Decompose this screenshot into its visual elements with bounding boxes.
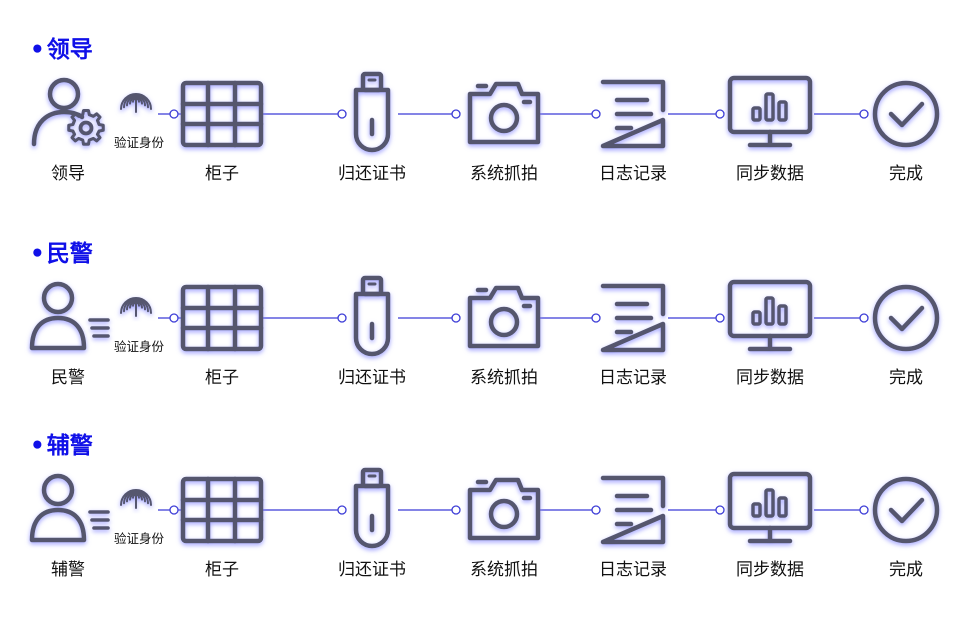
connectors [158,505,869,515]
usb-key-icon [353,467,391,549]
user-list-icon [29,281,110,351]
step-label: 同步数据 [736,164,804,184]
connectors [158,109,869,119]
flow-diagram [29,275,940,357]
monitor-chart-icon [727,75,813,148]
user-list-icon [29,473,110,543]
step-label: 完成 [889,164,923,184]
connector-node [337,505,347,515]
step-label: 柜子 [205,368,239,388]
connector-node [715,109,725,119]
step-label: 柜子 [205,164,239,184]
connectors [158,313,869,323]
connector-node [337,109,347,119]
step-label: 日志记录 [599,164,667,184]
verify-identity-label: 验证身份 [113,531,165,546]
actor-label: 领导 [51,164,85,184]
step-label: 归还证书 [338,164,406,184]
connector-node [337,313,347,323]
connector-node [859,313,869,323]
usb-key-icon [353,275,391,357]
check-circle-icon [872,80,940,148]
flow-leader: •领导 验证身份领导柜子归还证书系统抓拍日志记录同步数据完成 [0,36,962,206]
connector-node [451,109,461,119]
log-document-icon [600,475,666,545]
flow-title: •民警 [30,240,93,268]
log-document-icon [600,79,666,149]
check-circle-icon [872,476,940,544]
connector-node [591,313,601,323]
step-label: 完成 [889,368,923,388]
fingerprint-icon [120,489,152,509]
flow-auxiliary-police: •辅警 验证身份辅警柜子归还证书系统抓拍日志记录同步数据完成 [0,432,962,602]
verify-identity-label: 验证身份 [113,135,165,150]
connector-node [169,313,179,323]
fingerprint-icon [120,297,152,317]
connector-node [591,109,601,119]
step-label: 同步数据 [736,368,804,388]
step-label: 同步数据 [736,560,804,580]
flow-police: •民警 验证身份民警柜子归还证书系统抓拍日志记录同步数据完成 [0,240,962,410]
step-label: 完成 [889,560,923,580]
bullet: • [30,37,45,63]
step-label: 归还证书 [338,368,406,388]
connector-node [591,505,601,515]
user-gear-icon [31,77,105,147]
connector-node [715,505,725,515]
step-label: 日志记录 [599,560,667,580]
fingerprint-icon [120,93,152,113]
connector-node [169,109,179,119]
connector-node [859,505,869,515]
usb-key-icon [353,71,391,153]
cabinet-icon [180,476,264,544]
connector-node [169,505,179,515]
flow-title: •辅警 [30,432,93,460]
flow-title-text: 民警 [46,241,93,267]
connector-node [715,313,725,323]
connector-node [451,313,461,323]
camera-icon [467,285,541,349]
step-label: 系统抓拍 [470,560,538,580]
monitor-chart-icon [727,279,813,352]
monitor-chart-icon [727,471,813,544]
step-label: 归还证书 [338,560,406,580]
flow-diagram [29,467,940,549]
connector-node [859,109,869,119]
step-label: 日志记录 [599,368,667,388]
verify-identity-label: 验证身份 [113,339,165,354]
flow-title-text: 领导 [46,37,93,63]
cabinet-icon [180,284,264,352]
actor-label: 辅警 [51,560,85,580]
flow-title-text: 辅警 [46,433,93,459]
cabinet-icon [180,80,264,148]
camera-icon [467,81,541,145]
step-label: 系统抓拍 [470,164,538,184]
step-label: 柜子 [205,560,239,580]
check-circle-icon [872,284,940,352]
step-label: 系统抓拍 [470,368,538,388]
bullet: • [30,433,45,459]
connector-node [451,505,461,515]
camera-icon [467,477,541,541]
actor-label: 民警 [51,368,85,388]
bullet: • [30,241,45,267]
flow-diagram [31,71,940,153]
log-document-icon [600,283,666,353]
flow-title: •领导 [30,36,93,64]
